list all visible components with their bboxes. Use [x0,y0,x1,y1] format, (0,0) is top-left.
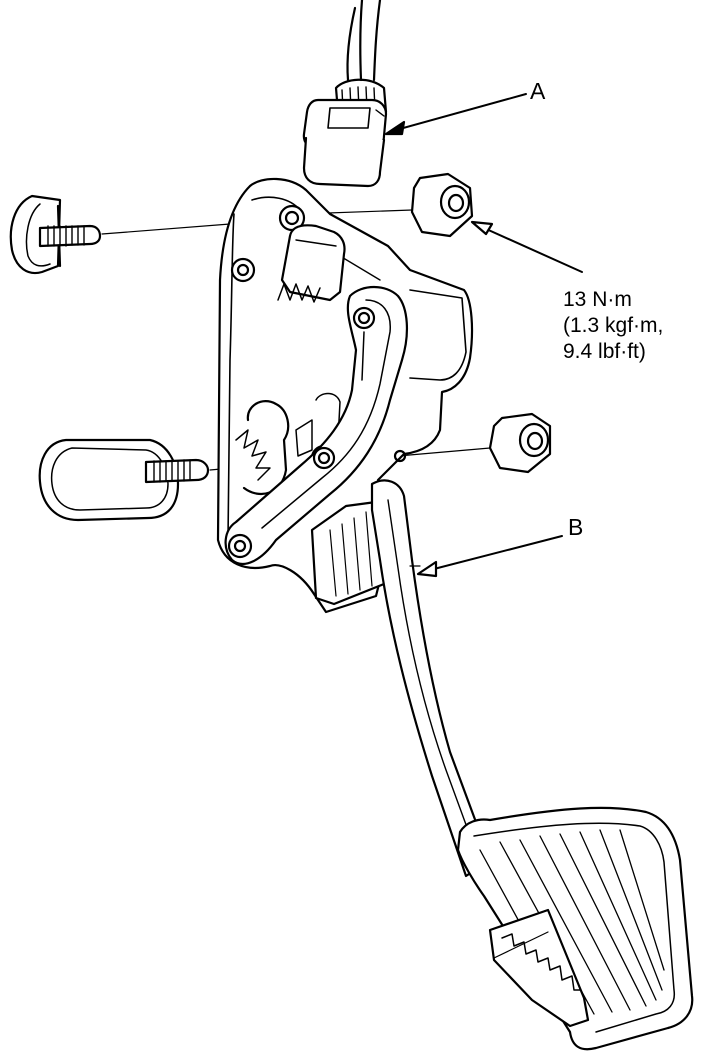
torque-spec-line-2: (1.3 kgf·m, [563,314,664,337]
pedal-lever [370,479,492,878]
callout-label-b: B [568,514,584,540]
upper-nut [299,172,474,238]
torque-spec: 13 N·m (1.3 kgf·m, 9.4 lbf·ft) [563,287,663,365]
wiring-harness [334,0,388,114]
callout-label-a: A [530,78,546,104]
leader-b [416,535,563,578]
torque-spec-line-1: 13 N·m [563,288,632,311]
lower-nut [397,412,552,474]
connector-a [302,98,388,188]
pedal-arm-plate [224,285,409,566]
leader-a [384,93,527,136]
torque-spec-line-3: 9.4 lbf·ft) [563,340,646,363]
upper-screw [38,223,231,248]
pedal-pad [456,806,694,1051]
leader-torque [470,220,583,273]
upper-clip [9,194,62,275]
sensor-block [280,224,346,302]
